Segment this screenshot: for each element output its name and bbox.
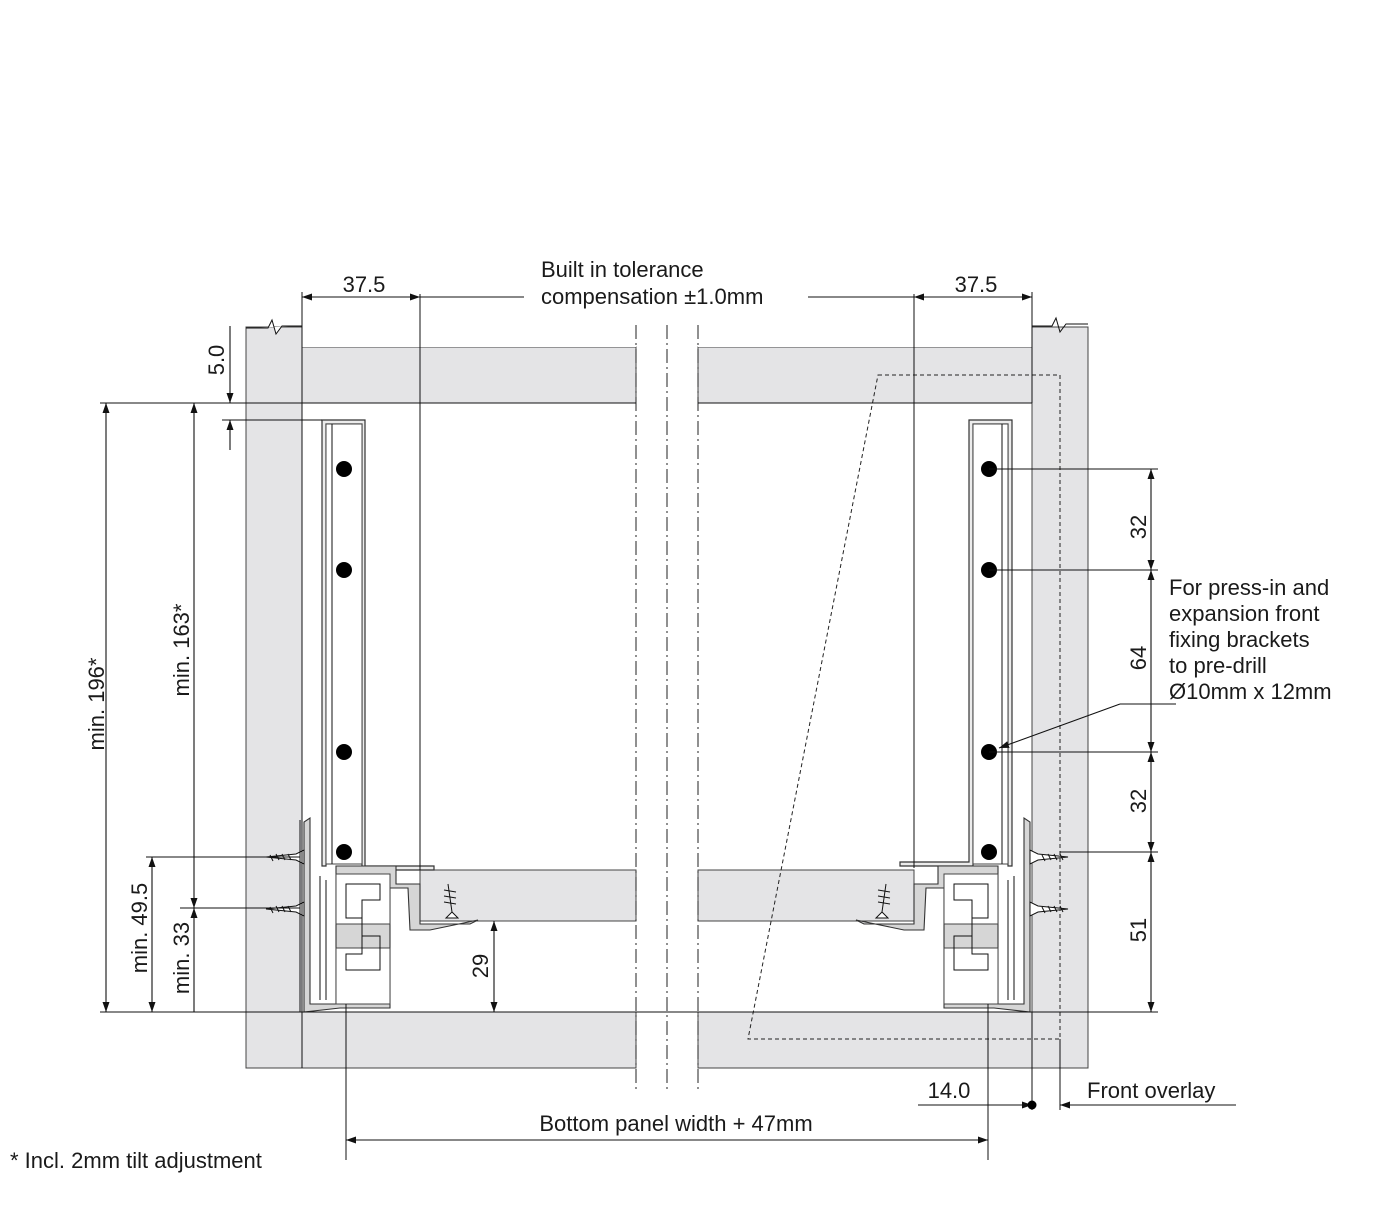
dim-top-right-label: 37.5 [955, 272, 998, 297]
cabinet-bottom-right [697, 1011, 1033, 1069]
hole-1 [336, 461, 352, 477]
left-rear-bracket [321, 294, 435, 871]
dim-64-label: 64 [1126, 646, 1151, 670]
dim-min-163-label: min. 163* [169, 603, 194, 696]
cabinet-bottom-left [301, 1011, 637, 1069]
cabinet [245, 316, 1089, 1069]
predrill-note: For press-in and expansion front fixing … [1169, 575, 1332, 704]
left-runner [265, 816, 479, 1013]
note-line-2: expansion front [1169, 601, 1319, 626]
dim-32-bottom-label: 32 [1126, 789, 1151, 813]
front-overlay-label: Front overlay [1087, 1078, 1215, 1103]
tolerance-label-line2: compensation ±1.0mm [541, 284, 763, 309]
right-mounting-holes [981, 461, 997, 860]
right-runner [855, 816, 1069, 1013]
cabinet-left-side [245, 326, 303, 1069]
screw-icon [1029, 901, 1069, 917]
note-line-3: fixing brackets [1169, 627, 1310, 652]
dim-29-label: 29 [468, 954, 493, 978]
bottom-width-label: Bottom panel width + 47mm [539, 1111, 812, 1136]
dim-5-0-label: 5.0 [204, 345, 229, 376]
screw-icon [265, 901, 305, 917]
cabinet-top-left [301, 346, 637, 404]
screw-icon [1029, 849, 1069, 865]
hole-4 [981, 844, 997, 860]
dim-min-49-5-label: min. 49.5 [127, 883, 152, 974]
dim-min-33-label: min. 33 [169, 922, 194, 994]
tolerance-label-line1: Built in tolerance [541, 257, 704, 282]
note-line-5: Ø10mm x 12mm [1169, 679, 1332, 704]
dim-32-top-label: 32 [1126, 515, 1151, 539]
note-line-4: to pre-drill [1169, 653, 1267, 678]
front-overlay-outline [747, 374, 1061, 1040]
screw-icon [874, 883, 891, 919]
screw-icon [443, 883, 460, 919]
dim-min-196-label: min. 196* [84, 657, 109, 750]
cabinet-top-right [697, 346, 1033, 404]
drawer-bottom [419, 869, 915, 922]
dim-top-left-label: 37.5 [343, 272, 386, 297]
hole-4 [336, 844, 352, 860]
dim-51-label: 51 [1126, 918, 1151, 942]
right-rear-bracket [899, 294, 1013, 868]
hole-3 [336, 744, 352, 760]
note-line-1: For press-in and [1169, 575, 1329, 600]
footnote: * Incl. 2mm tilt adjustment [10, 1148, 262, 1173]
hole-2 [336, 562, 352, 578]
dim-14-0-label: 14.0 [928, 1078, 971, 1103]
left-mounting-holes [336, 461, 352, 860]
